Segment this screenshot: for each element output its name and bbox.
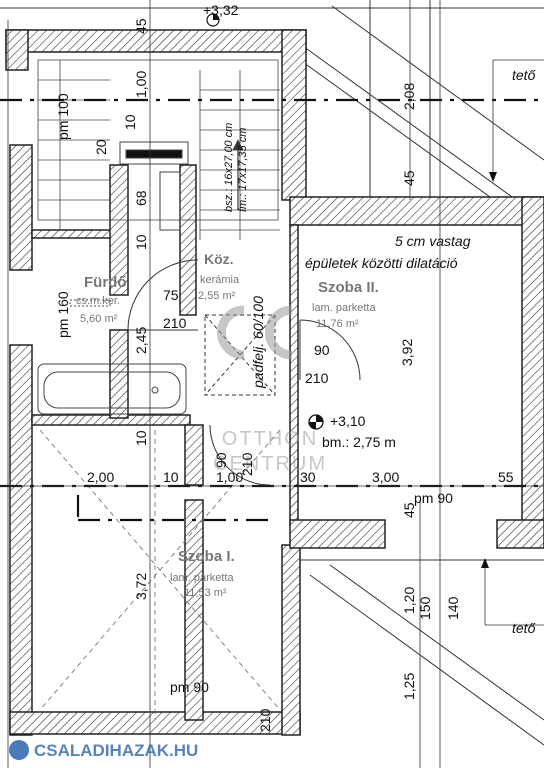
svg-text:68: 68 xyxy=(133,190,149,206)
stair-info-1: bsz.: 16x27,00 cm xyxy=(223,123,235,212)
svg-text:1,25: 1,25 xyxy=(401,673,417,700)
room-koz-area: 2,55 m² xyxy=(198,290,236,302)
svg-text:10: 10 xyxy=(122,114,138,130)
room-szoba1-floor: lam. parketta xyxy=(170,572,234,584)
svg-text:3,92: 3,92 xyxy=(399,339,415,366)
svg-text:45: 45 xyxy=(401,170,417,186)
svg-text:210: 210 xyxy=(305,370,329,386)
svg-text:55: 55 xyxy=(498,469,514,485)
svg-text:10: 10 xyxy=(133,234,149,250)
sloped-ceiling xyxy=(39,429,281,720)
dilatation-line1: 5 cm vastag xyxy=(395,233,471,249)
svg-text:10: 10 xyxy=(163,469,179,485)
footer-logo: CSALADIHAZAK.HU xyxy=(9,740,198,760)
svg-text:10: 10 xyxy=(133,430,149,446)
svg-text:2,00: 2,00 xyxy=(87,469,114,485)
level-marker-top xyxy=(206,13,220,27)
level-marker xyxy=(308,414,324,430)
svg-text:75: 75 xyxy=(163,287,179,303)
level-top-label: +3,32 xyxy=(203,2,239,18)
svg-text:pm 160: pm 160 xyxy=(55,291,71,338)
svg-text:45: 45 xyxy=(401,502,417,518)
room-furdo-area: 5,60 m² xyxy=(80,313,118,325)
dilatation-line2: épületek közötti dilatáció xyxy=(305,255,458,271)
svg-text:2,45: 2,45 xyxy=(133,327,149,354)
room-koz-floor: kerámia xyxy=(200,274,240,286)
level-mid-label: +3,10 xyxy=(330,413,366,429)
svg-text:1,00: 1,00 xyxy=(216,469,243,485)
svg-text:210: 210 xyxy=(239,452,255,476)
svg-text:3,72: 3,72 xyxy=(133,573,149,600)
room-furdo-name: Fürdő xyxy=(84,274,127,291)
room-szoba1-name: Szoba I. xyxy=(178,548,235,565)
room-szoba2-name: Szoba II. xyxy=(318,279,379,296)
room-szoba2-area: 11,76 m² xyxy=(316,318,359,330)
svg-text:30: 30 xyxy=(300,469,316,485)
room-furdo-floor: cs.m.ker. xyxy=(76,295,120,307)
svg-text:pm 100: pm 100 xyxy=(55,93,71,140)
roof-label-1: tető xyxy=(512,67,536,83)
roof-arrow-bottom xyxy=(481,558,489,568)
footer-logo-text: CSALADIHAZAK.HU xyxy=(34,741,198,760)
watermark-line1: OTTHON xyxy=(222,428,318,450)
svg-text:150: 150 xyxy=(417,596,433,620)
svg-text:45: 45 xyxy=(133,18,149,34)
room-koz-name: Köz. xyxy=(204,251,234,267)
attic-door-label: padfelj. 60/100 xyxy=(250,296,266,389)
svg-text:210: 210 xyxy=(163,315,187,331)
svg-text:90: 90 xyxy=(314,342,330,358)
roof-arrow-top xyxy=(489,172,497,182)
stair-info-2: fm.: 17x17,35 cm xyxy=(237,128,249,212)
room-szoba2-floor: lam. parketta xyxy=(312,302,376,314)
svg-text:1,20: 1,20 xyxy=(401,587,417,614)
roof-label-2: tető xyxy=(512,620,536,636)
watermark-logo: OTTHON CENTRUM xyxy=(213,305,327,475)
svg-text:pm 90: pm 90 xyxy=(170,679,209,695)
svg-text:210: 210 xyxy=(257,708,273,732)
bm-label: bm.: 2,75 m xyxy=(322,434,396,450)
dimension-labels: 45 1,00 10 20 2,08 45 68 10 pm 100 pm 16… xyxy=(55,18,514,732)
svg-text:2,08: 2,08 xyxy=(401,83,417,110)
svg-text:pm 90: pm 90 xyxy=(414,490,453,506)
svg-text:20: 20 xyxy=(93,139,109,155)
bathroom-fixtures xyxy=(37,141,189,415)
svg-text:90: 90 xyxy=(213,452,229,468)
walls xyxy=(5,29,544,736)
room-szoba1-area: 11,53 m² xyxy=(184,587,227,599)
watermark-line2: CENTRUM xyxy=(213,453,327,475)
svg-text:3,00: 3,00 xyxy=(372,469,399,485)
svg-text:1,00: 1,00 xyxy=(133,71,149,98)
svg-text:140: 140 xyxy=(445,596,461,620)
doors xyxy=(127,259,361,486)
